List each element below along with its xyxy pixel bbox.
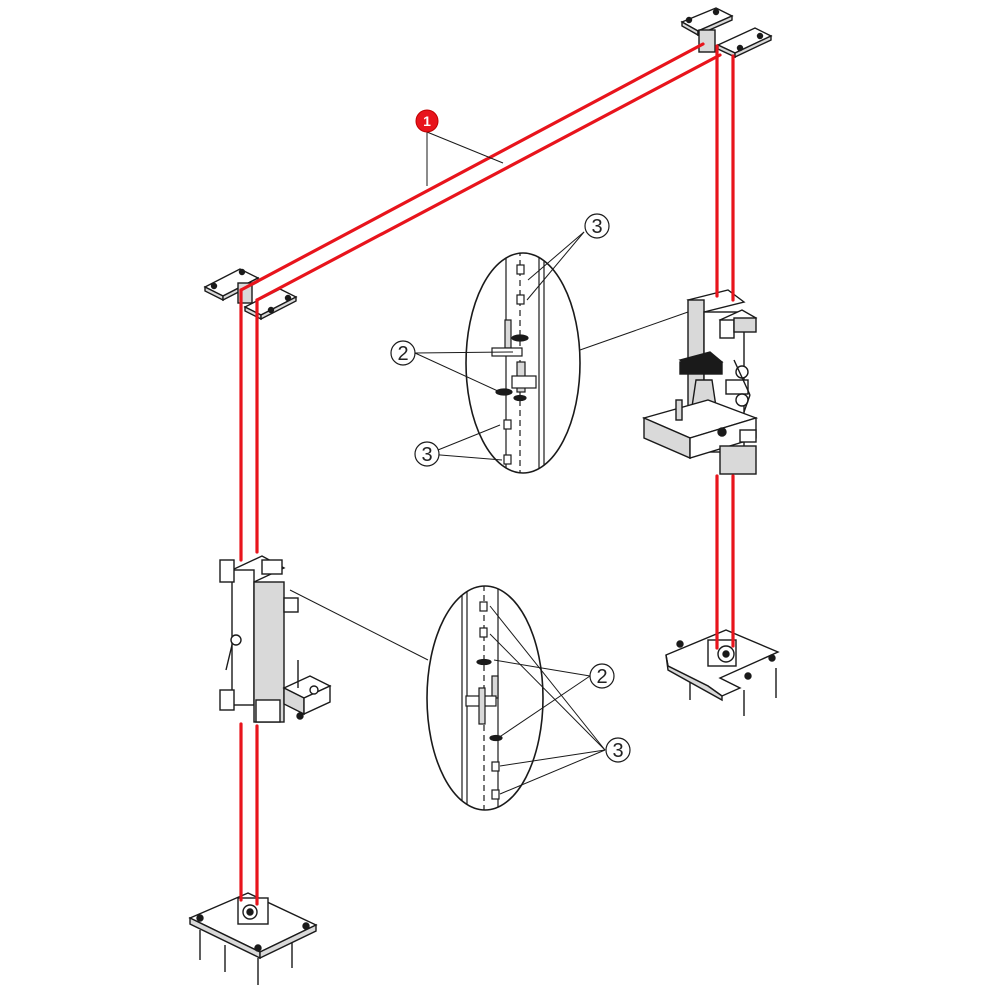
callout-item-1: 1	[415, 109, 439, 133]
svg-text:2: 2	[397, 343, 408, 365]
svg-text:3: 3	[612, 740, 623, 762]
upper-right-reel-unit	[641, 289, 759, 475]
svg-text:3: 3	[421, 444, 432, 466]
upper-detail-view	[465, 252, 581, 474]
callout-item-2-upper: 2	[390, 340, 416, 366]
cable-top-run-a	[239, 42, 705, 292]
callout-item-3-lower: 3	[605, 737, 631, 763]
callout-item-2-lower: 2	[589, 663, 615, 689]
left-floor-plate	[188, 892, 318, 985]
top-right-ceiling-bracket	[680, 7, 773, 59]
svg-text:2: 2	[596, 666, 607, 688]
left-middle-reel-unit	[219, 555, 332, 723]
svg-text:1: 1	[423, 113, 431, 129]
callout-item-3-middle: 3	[414, 441, 440, 467]
lower-detail-view	[426, 585, 544, 811]
cable-top-run-b	[255, 53, 722, 302]
right-floor-plate	[665, 629, 780, 716]
cable-set	[239, 42, 735, 906]
top-left-ceiling-bracket	[203, 268, 298, 321]
detail-leader-lines	[289, 311, 689, 661]
svg-text:3: 3	[591, 216, 602, 238]
callout-item-3-upper: 3	[584, 213, 610, 239]
callout-leaders	[414, 131, 606, 795]
